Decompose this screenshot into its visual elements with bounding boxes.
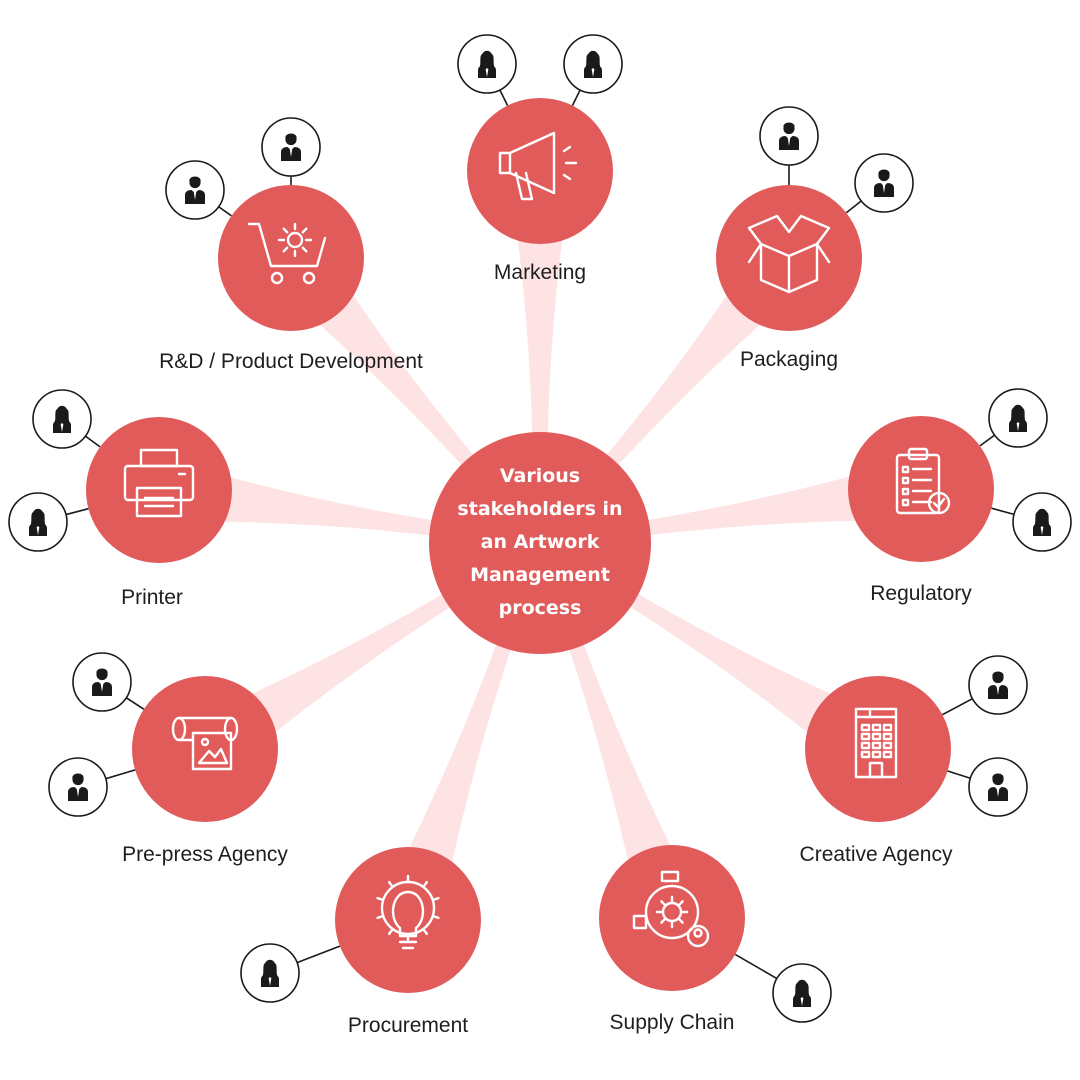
label-marketing: Marketing: [494, 261, 586, 284]
label-rnd: R&D / Product Development: [159, 350, 423, 373]
node-rnd: [218, 185, 364, 331]
label-pre-press-agency: Pre-press Agency: [122, 843, 288, 866]
node-supply-chain: [599, 845, 745, 991]
center-line-2: stakeholders in: [457, 498, 622, 520]
center-line-3: an Artwork: [481, 531, 600, 553]
center-line-4: Management: [470, 564, 610, 586]
cart-gear-icon: [247, 222, 327, 285]
person-badge-regulatory-0: [988, 388, 1048, 448]
connector-creative-agency-1: [947, 770, 971, 780]
connector-printer-1: [65, 507, 89, 516]
supply-chain-gear-icon: [632, 870, 710, 948]
center-line-5: process: [499, 597, 582, 619]
connector-creative-agency-0: [942, 697, 973, 716]
person-badge-rnd-0: [261, 117, 321, 177]
label-regulatory: Regulatory: [870, 582, 972, 605]
person-badge-packaging-0: [759, 106, 819, 166]
label-packaging: Packaging: [740, 348, 838, 371]
node-regulatory: [848, 416, 994, 562]
person-badge-rnd-1: [165, 160, 225, 220]
node-circle-regulatory: [848, 416, 994, 562]
node-circle-pre-press-agency: [132, 676, 278, 822]
person-badge-procurement-0: [240, 943, 300, 1003]
node-pre-press-agency: [132, 676, 278, 822]
clipboard-check-icon: [895, 447, 951, 515]
connector-pre-press-agency-0: [125, 697, 145, 710]
person-badge-regulatory-1: [1012, 492, 1072, 552]
labels-layer: Marketing Packaging Regulatory Creative …: [121, 261, 972, 1037]
connector-regulatory-0: [979, 434, 996, 447]
spoke-marketing: [514, 211, 566, 543]
person-badge-pre-press-agency-1: [48, 757, 108, 817]
node-packaging: [716, 185, 862, 331]
node-circle-supply-chain: [599, 845, 745, 991]
people-layer: [8, 34, 1072, 1023]
person-badge-packaging-1: [854, 153, 914, 213]
building-icon: [854, 707, 898, 779]
node-circle-rnd: [218, 185, 364, 331]
node-circle-printer: [86, 417, 232, 563]
center-circle: [429, 432, 651, 654]
label-procurement: Procurement: [348, 1014, 468, 1037]
label-supply-chain: Supply Chain: [610, 1011, 735, 1034]
nodes-layer: [86, 98, 994, 993]
center-line-1: Various: [500, 465, 580, 487]
center-node: Various stakeholders in an Artwork Manag…: [429, 432, 651, 654]
node-circle-marketing: [467, 98, 613, 244]
person-badge-supply-chain-0: [772, 963, 832, 1023]
node-printer: [86, 417, 232, 563]
person-badge-creative-agency-1: [968, 757, 1028, 817]
person-badge-pre-press-agency-0: [72, 652, 132, 712]
connector-procurement-0: [296, 945, 341, 964]
node-creative-agency: [805, 676, 951, 822]
connector-packaging-1: [845, 200, 862, 214]
person-badge-printer-1: [8, 492, 68, 552]
node-marketing: [467, 98, 613, 244]
megaphone-icon: [498, 131, 578, 201]
connector-marketing-1: [571, 89, 581, 106]
connector-marketing-0: [499, 89, 509, 106]
person-badge-marketing-0: [457, 34, 517, 94]
label-printer: Printer: [121, 586, 183, 609]
connectors-layer: [65, 89, 1015, 980]
box-icon: [747, 214, 831, 294]
connector-pre-press-agency-1: [105, 769, 136, 780]
connector-regulatory-1: [991, 507, 1015, 516]
person-badge-marketing-1: [563, 34, 623, 94]
person-badge-creative-agency-0: [968, 655, 1028, 715]
print-roll-icon: [171, 716, 239, 771]
connector-printer-0: [84, 435, 101, 448]
person-badge-printer-0: [32, 389, 92, 449]
lightbulb-gear-icon: [376, 874, 440, 950]
connector-rnd-1: [218, 206, 232, 217]
label-creative-agency: Creative Agency: [800, 843, 953, 866]
node-circle-procurement: [335, 847, 481, 993]
connector-supply-chain-0: [734, 953, 778, 980]
node-procurement: [335, 847, 481, 993]
printer-icon: [123, 448, 195, 518]
